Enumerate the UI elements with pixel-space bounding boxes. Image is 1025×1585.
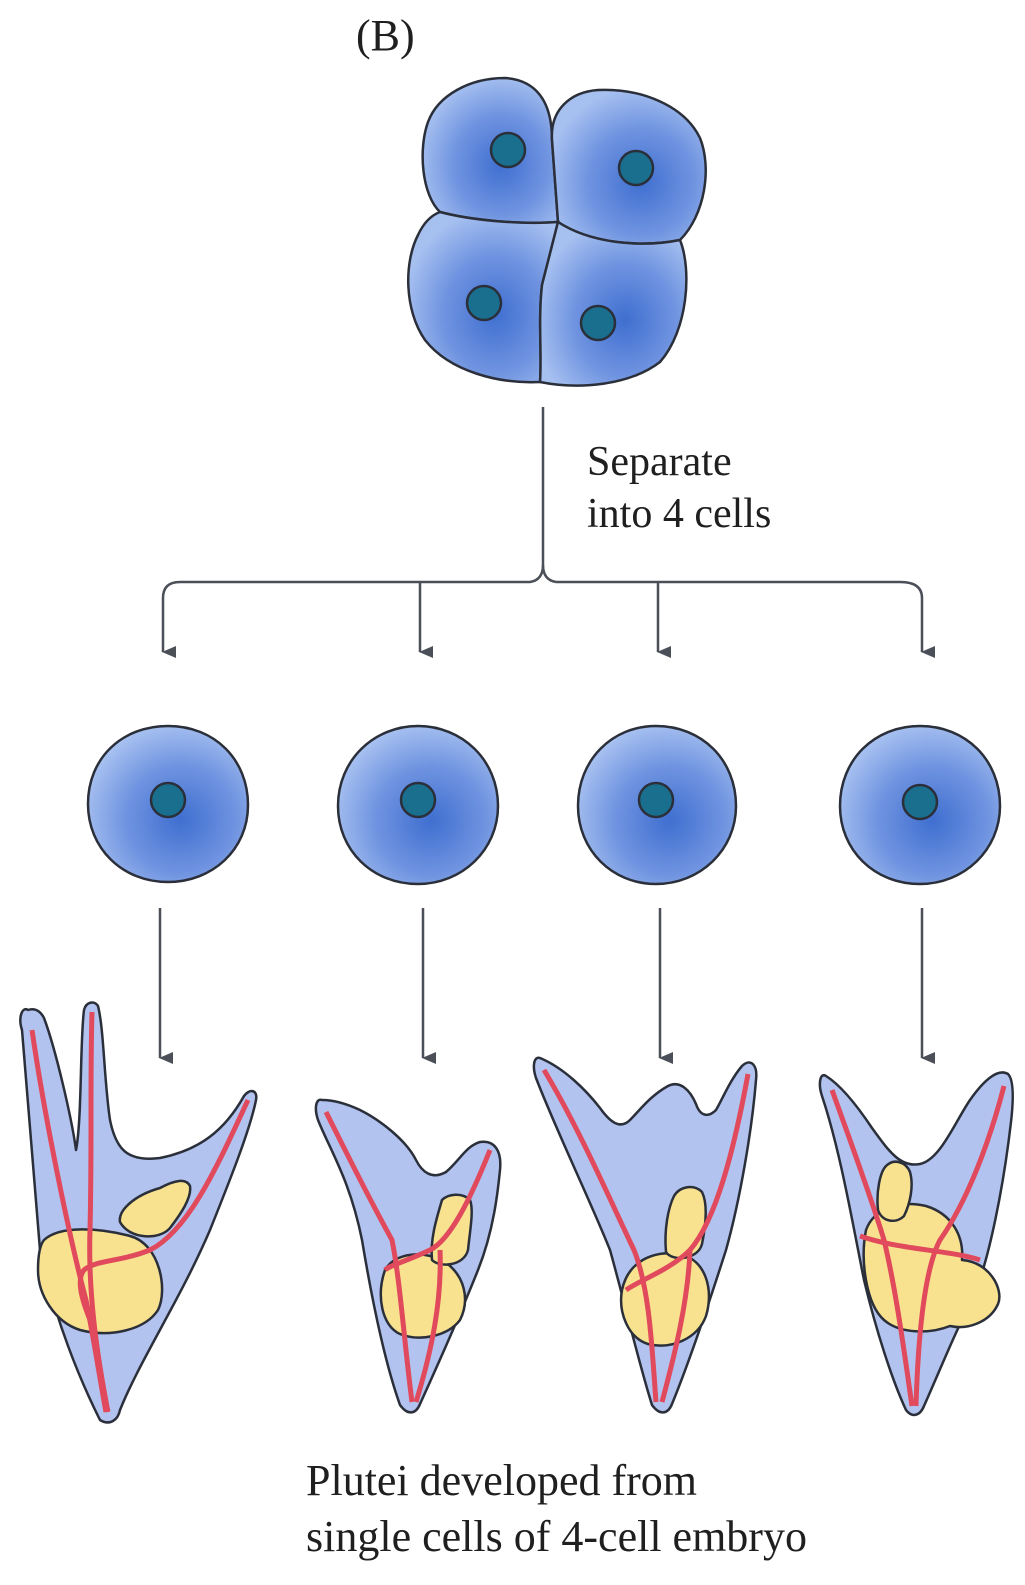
pluteus-larva-icon	[20, 1003, 256, 1423]
blastomere-bottom-right	[540, 222, 686, 386]
nucleus	[581, 306, 615, 340]
nucleus	[467, 286, 501, 320]
four-cell-embryo-icon	[408, 78, 705, 386]
pluteus-larva-icon	[316, 1100, 500, 1413]
caption-line: single cells of 4-cell embryo	[306, 1509, 807, 1565]
step-label-line: Separate	[587, 436, 771, 488]
caption-line: Plutei developed from	[306, 1453, 807, 1509]
blastomere-cell-icon	[840, 726, 1000, 884]
blastomere-cell-icon	[88, 726, 248, 882]
nucleus	[619, 151, 653, 185]
blastomere-cell-icon	[578, 726, 736, 884]
development-arrows	[160, 908, 922, 1058]
separation-connector	[163, 407, 922, 652]
pluteus-larva-icon	[534, 1058, 756, 1413]
separation-step-label: Separate into 4 cells	[587, 436, 771, 540]
pluteus-larva-icon	[820, 1072, 1013, 1414]
blastomere-cell-icon	[338, 726, 498, 884]
panel-label: (B)	[356, 10, 415, 61]
nucleus	[491, 133, 525, 167]
step-label-line: into 4 cells	[587, 488, 771, 540]
isolated-cells	[88, 726, 1000, 884]
figure-caption: Plutei developed from single cells of 4-…	[306, 1453, 807, 1565]
